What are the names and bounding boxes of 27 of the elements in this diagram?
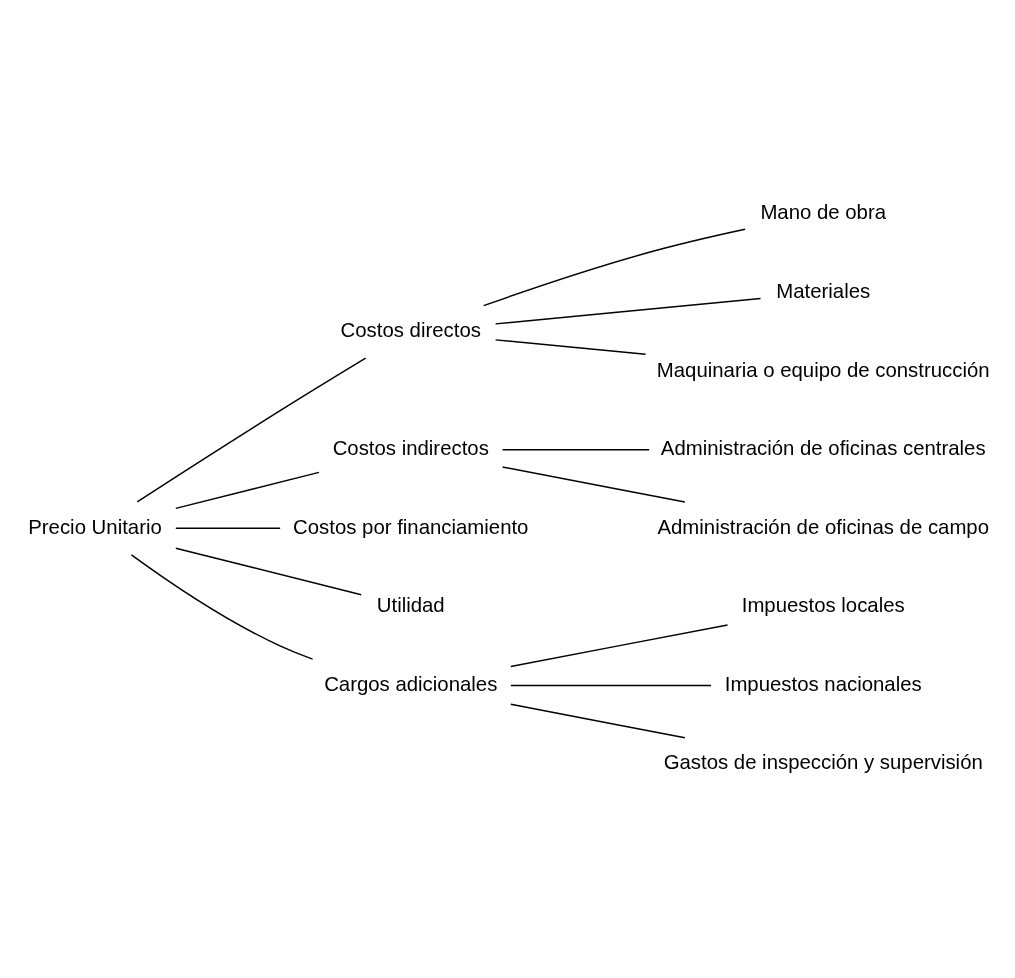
- connector: [510, 624, 729, 668]
- connector: [130, 554, 314, 660]
- node-text: Mano de obra: [760, 201, 887, 224]
- node-text: Cargos adicionales: [324, 672, 498, 695]
- connector: [501, 466, 686, 503]
- node-text: Costos por financiamiento: [293, 515, 529, 538]
- node-text: Maquinaria o equipo de construcción: [656, 358, 990, 381]
- connector: [482, 228, 746, 307]
- connector: [510, 703, 686, 739]
- connector: [175, 527, 281, 529]
- node-text: Utilidad: [376, 594, 445, 617]
- connector: [175, 471, 320, 510]
- connector: [494, 297, 762, 325]
- node-text: Administración de oficinas centrales: [660, 437, 986, 460]
- node-text: Costos directos: [340, 319, 481, 342]
- node-text: Impuestos locales: [741, 594, 905, 617]
- node-text: Administración de oficinas de campo: [657, 515, 990, 538]
- node-text: Impuestos nacionales: [724, 672, 922, 695]
- node-text: Precio Unitario: [28, 515, 162, 538]
- connector: [501, 449, 650, 451]
- connector: [175, 547, 362, 596]
- connector: [510, 684, 712, 687]
- connector: [136, 357, 367, 503]
- node-text: Costos indirectos: [332, 437, 489, 460]
- node-text: Materiales: [776, 279, 871, 302]
- node-text: Gastos de inspección y supervisión: [663, 751, 983, 774]
- connector: [494, 339, 647, 355]
